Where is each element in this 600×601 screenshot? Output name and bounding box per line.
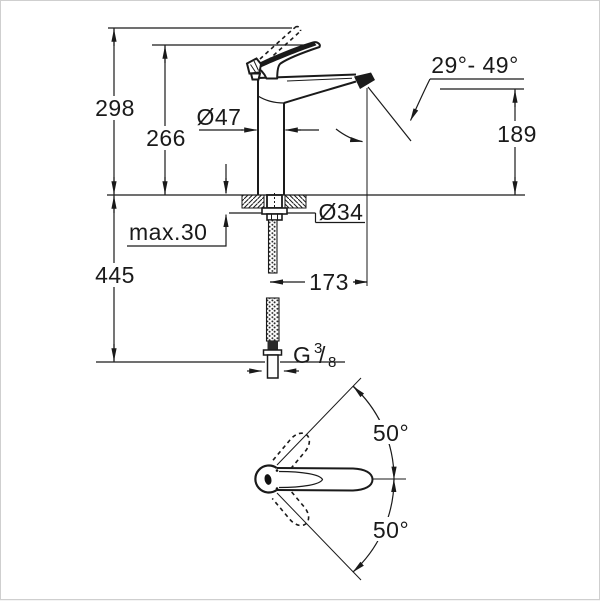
detail-dot-upper xyxy=(275,469,279,472)
threaded-rod xyxy=(267,219,278,274)
nut-facets xyxy=(271,214,278,220)
mounting-washer xyxy=(261,207,288,215)
mounting-nut xyxy=(266,213,283,221)
label-50-upper: 50° xyxy=(373,420,409,446)
label-backgrounds xyxy=(93,96,539,541)
handle-swung-up-dashed xyxy=(272,432,311,473)
dimension-g38 xyxy=(247,361,345,374)
dimension-266 xyxy=(152,44,316,195)
deck-section-right xyxy=(284,194,307,209)
dimension-o34-leader xyxy=(314,213,365,224)
deck-section-left xyxy=(241,194,265,209)
label-173: 173 xyxy=(309,269,349,295)
spout-underside xyxy=(283,80,357,104)
body-spout-fillet xyxy=(257,95,285,104)
label-298: 298 xyxy=(95,95,135,121)
pivot-knob xyxy=(249,72,262,81)
lever-handle-raised-dashed xyxy=(259,25,302,62)
label-max30: max.30 xyxy=(129,219,207,245)
label-445: 445 xyxy=(95,262,135,288)
spout-inner-line xyxy=(286,77,353,82)
deck-and-supply xyxy=(241,193,307,379)
thread-numerator: 3 xyxy=(314,340,322,357)
label-266: 266 xyxy=(146,125,186,151)
lever-handle xyxy=(254,41,321,80)
handle-swung-down-dashed xyxy=(271,485,310,527)
faucet-side-view xyxy=(245,25,375,195)
label-o34: Ø34 xyxy=(319,199,364,225)
thread-letter: G xyxy=(293,342,311,368)
swing-limit-line-upper xyxy=(276,377,362,466)
detail-dot-lower xyxy=(275,487,279,490)
lever-top-shading xyxy=(257,42,317,68)
label-o47: Ø47 xyxy=(197,104,242,130)
lever-pivot-cap xyxy=(245,57,263,75)
angle-arrow-to-vertical xyxy=(335,128,364,143)
spout-outlet-dot xyxy=(264,474,272,485)
flexible-hose xyxy=(265,297,280,342)
spout-direction-line xyxy=(367,86,412,142)
pivot-facets xyxy=(250,60,259,73)
dimension-o47 xyxy=(199,127,364,143)
aerator xyxy=(354,72,375,89)
thread-denominator: 8 xyxy=(328,354,336,371)
label-189: 189 xyxy=(497,121,537,147)
handle-inner-contour xyxy=(278,470,324,489)
dimension-labels: 298 266 445 max.30 Ø47 Ø34 173 189 29°- … xyxy=(95,52,537,543)
thread-slash: / xyxy=(319,342,326,368)
dimension-lines xyxy=(96,27,525,374)
top-view xyxy=(254,377,406,581)
dimension-173 xyxy=(269,88,369,286)
connector-tube xyxy=(266,354,279,379)
label-29-49: 29°- 49° xyxy=(431,52,519,78)
label-50-lower: 50° xyxy=(373,517,409,543)
label-g38: G 3 / 8 xyxy=(293,340,336,371)
swing-limit-line-lower xyxy=(276,492,362,581)
handle-top-view xyxy=(276,467,374,492)
spout-angle-annotation xyxy=(367,78,431,142)
hose-ferrule xyxy=(267,341,278,350)
